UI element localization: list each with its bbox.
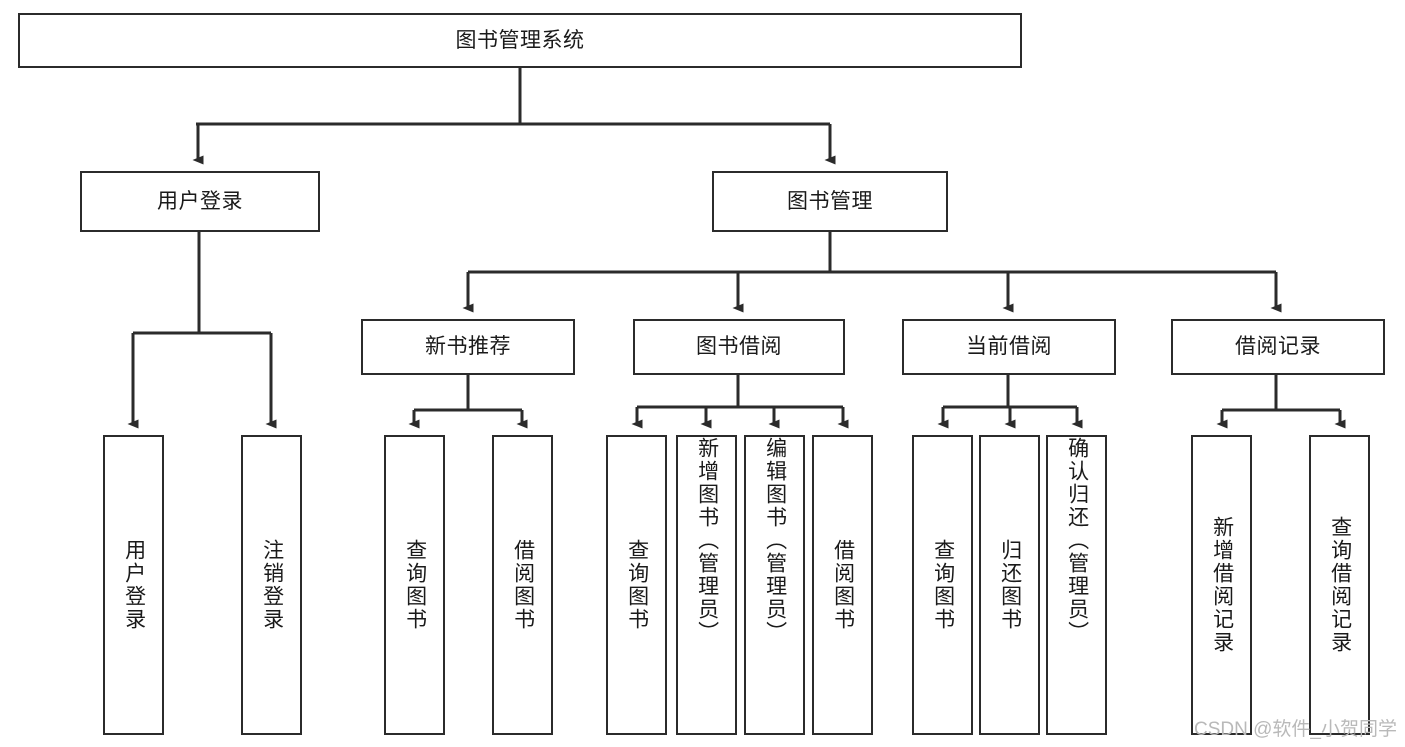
node-borrow-record-label: 借阅记录 xyxy=(1235,335,1321,359)
node-leaf-confirm-return[interactable]: 确认归还（管理员） xyxy=(1046,435,1107,735)
node-new-book-recommend[interactable]: 新书推荐 xyxy=(361,319,575,375)
node-leaf-edit-book[interactable]: 编辑图书（管理员） xyxy=(744,435,805,735)
node-leaf-user-logout-label: 注销登录 xyxy=(260,539,284,631)
node-leaf-borrow-book-2[interactable]: 借阅图书 xyxy=(812,435,873,735)
node-root[interactable]: 图书管理系统 xyxy=(18,13,1022,68)
node-leaf-query-book-3-label: 查询图书 xyxy=(931,539,955,631)
node-leaf-borrow-book-2-label: 借阅图书 xyxy=(831,539,855,631)
node-new-book-recommend-label: 新书推荐 xyxy=(425,335,511,359)
node-current-borrow-label: 当前借阅 xyxy=(966,335,1052,359)
node-leaf-confirm-return-label: 确认归还（管理员） xyxy=(1065,437,1089,644)
node-leaf-user-login-label: 用户登录 xyxy=(122,539,146,631)
node-book-manage[interactable]: 图书管理 xyxy=(712,171,948,232)
node-leaf-add-record-label: 新增借阅记录 xyxy=(1210,516,1234,654)
node-leaf-edit-book-label: 编辑图书（管理员） xyxy=(763,437,787,644)
node-leaf-query-book-3[interactable]: 查询图书 xyxy=(912,435,973,735)
node-leaf-query-book-2[interactable]: 查询图书 xyxy=(606,435,667,735)
node-leaf-user-logout[interactable]: 注销登录 xyxy=(241,435,302,735)
node-book-borrow[interactable]: 图书借阅 xyxy=(633,319,845,375)
node-leaf-borrow-book-1[interactable]: 借阅图书 xyxy=(492,435,553,735)
node-leaf-add-book-label: 新增图书（管理员） xyxy=(695,437,719,644)
node-root-label: 图书管理系统 xyxy=(455,28,585,52)
node-leaf-query-book-1[interactable]: 查询图书 xyxy=(384,435,445,735)
node-user-login[interactable]: 用户登录 xyxy=(80,171,320,232)
node-book-borrow-label: 图书借阅 xyxy=(696,335,782,359)
node-leaf-add-record[interactable]: 新增借阅记录 xyxy=(1191,435,1252,735)
node-leaf-query-book-1-label: 查询图书 xyxy=(403,539,427,631)
node-leaf-return-book-label: 归还图书 xyxy=(998,539,1022,631)
node-leaf-query-book-2-label: 查询图书 xyxy=(625,539,649,631)
node-book-manage-label: 图书管理 xyxy=(787,189,873,213)
node-borrow-record[interactable]: 借阅记录 xyxy=(1171,319,1385,375)
node-leaf-query-record[interactable]: 查询借阅记录 xyxy=(1309,435,1370,735)
node-leaf-query-record-label: 查询借阅记录 xyxy=(1328,516,1352,654)
node-leaf-borrow-book-1-label: 借阅图书 xyxy=(511,539,535,631)
node-current-borrow[interactable]: 当前借阅 xyxy=(902,319,1116,375)
node-leaf-user-login[interactable]: 用户登录 xyxy=(103,435,164,735)
node-user-login-label: 用户登录 xyxy=(157,189,243,213)
node-leaf-return-book[interactable]: 归还图书 xyxy=(979,435,1040,735)
node-leaf-add-book[interactable]: 新增图书（管理员） xyxy=(676,435,737,735)
